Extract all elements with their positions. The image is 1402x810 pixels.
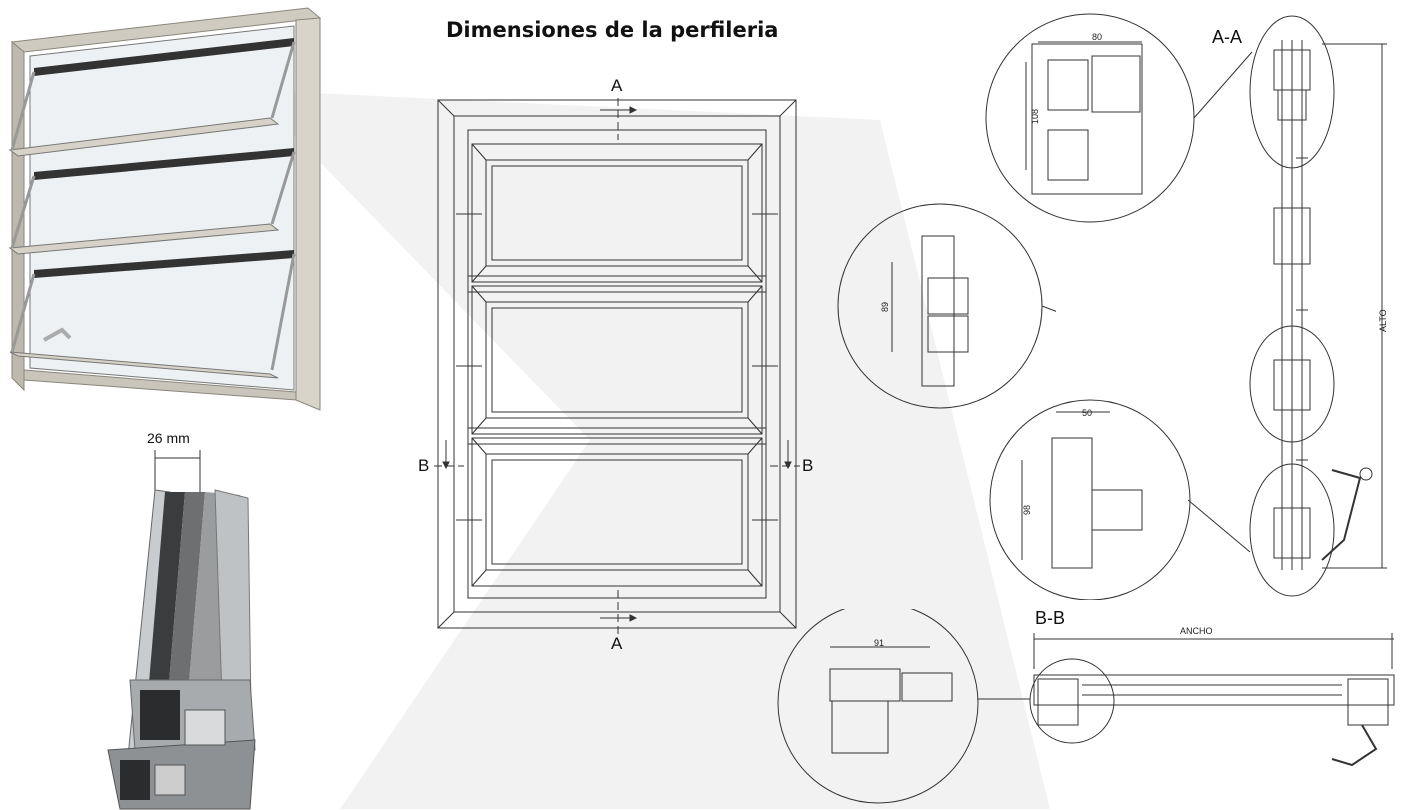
detail1-height-dim: 108 [1030,108,1040,124]
section-mark-bottom: A [611,634,623,653]
glazing-width-dimension: 26 mm [147,430,190,446]
section-aa-drawing [985,13,1387,600]
section-mark-top: A [611,76,623,95]
section-aa-label: A-A [1212,27,1243,47]
front-elevation-drawing [434,98,800,635]
section-bb-drawing [777,609,1395,804]
profile-3d-render [107,450,256,810]
page-title: Dimensiones de la perfileria [446,18,779,42]
width-dimension-label: ANCHO [1180,626,1213,636]
detail2-height-dim: 89 [880,301,890,312]
section-mark-left: B [418,456,430,475]
section-aa-detail-2 [837,203,1056,409]
detail1-width-dim: 80 [1092,32,1103,42]
detail3-width-dim: 50 [1082,408,1093,418]
detail-bb-width-dim: 91 [874,638,885,648]
section-bb-label: B-B [1035,608,1066,628]
height-dimension-label: ALTO [1378,309,1388,332]
window-3d-render [8,7,322,411]
detail3-height-dim: 98 [1022,504,1032,515]
section-mark-right: B [802,456,814,475]
